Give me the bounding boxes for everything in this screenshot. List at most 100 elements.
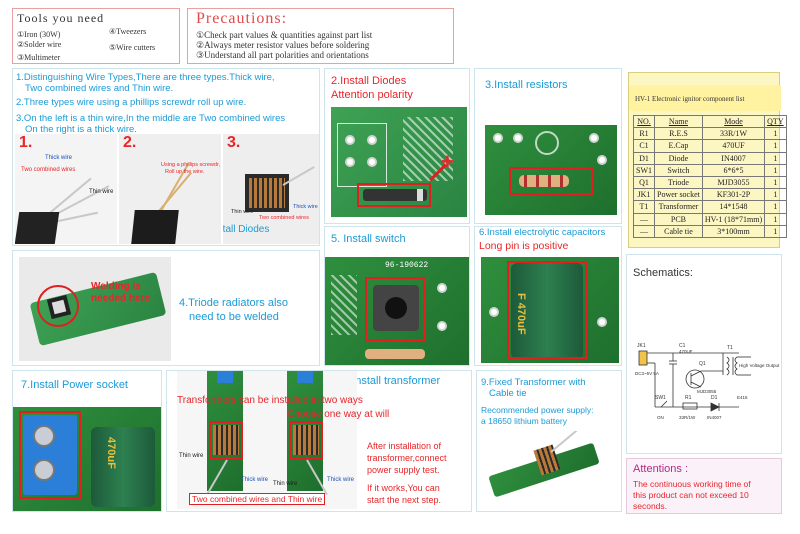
sch-label-q1v: MJD3055 bbox=[697, 389, 717, 394]
parts-header-cell: Name bbox=[654, 114, 703, 129]
parts-cell: 1 bbox=[764, 200, 787, 214]
parts-cell: Diode bbox=[654, 151, 703, 165]
sch-label-dc: DC3~5V 5A bbox=[635, 371, 659, 376]
precaution-1: ①Check part values & quantities against … bbox=[196, 30, 373, 40]
parts-cell: MJD3055 bbox=[701, 175, 766, 190]
parts-cell: 1 bbox=[764, 151, 787, 165]
step2-panel: 2.Install Diodes Attention polarity + bbox=[324, 68, 470, 224]
step1-line3: 2.Three types wire using a phillips scre… bbox=[16, 97, 247, 108]
transformer-photo: Thin wire Thick wire Thin wire Thick wir… bbox=[177, 371, 357, 509]
parts-cell: 1 bbox=[764, 127, 787, 141]
sch-label-q1: Q1 bbox=[699, 361, 706, 367]
parts-list: HV-1 Electronic ignitor component list N… bbox=[628, 72, 787, 248]
switch-photo: 96-190622 bbox=[325, 257, 469, 365]
sch-label-e416: E416 bbox=[737, 395, 748, 400]
sch-label-d1v: IN4007 bbox=[707, 415, 722, 420]
install-ways-line1: Transformers can be installed in two way… bbox=[177, 395, 363, 406]
step1-line1: 1.Distinguishing Wire Types,There are th… bbox=[16, 72, 275, 83]
parts-header-cell: NO. bbox=[633, 114, 655, 129]
tool-item-cutters: ⑤Wire cutters bbox=[109, 43, 156, 52]
parts-cell: 14*1548 bbox=[701, 200, 766, 214]
parts-cell: Triode bbox=[654, 175, 703, 190]
works-2: start the next step. bbox=[367, 495, 442, 505]
two-combined-label: Two combined wires bbox=[21, 167, 76, 173]
precautions-box: Precautions: ①Check part values & quanti… bbox=[187, 8, 454, 64]
parts-cell: R.E.S bbox=[654, 127, 703, 141]
sch-label-on: ON bbox=[657, 415, 664, 420]
parts-cell: 33R/1W bbox=[701, 127, 766, 141]
step-number-3: 3. bbox=[227, 134, 241, 151]
parts-cell: R1 bbox=[633, 127, 655, 141]
p3-thin-label: Thin wire bbox=[231, 209, 254, 215]
step6-panel: 6.Install electrolytic capacitors Long p… bbox=[474, 226, 622, 366]
parts-cell: D1 bbox=[633, 151, 655, 165]
step1-panel: 1.Distinguishing Wire Types,There are th… bbox=[12, 68, 320, 246]
diode-photo: + bbox=[331, 107, 467, 217]
step1-line5: On the right is a thick wire. bbox=[25, 124, 137, 135]
parts-cell: 470UF bbox=[701, 139, 766, 153]
power-socket-photo: 470uF bbox=[13, 407, 161, 511]
welding-note-1: Welding is bbox=[91, 281, 141, 292]
parts-header-cell: Mode bbox=[701, 114, 766, 129]
step1-line4: 3.On the left is a thin wire,In the midd… bbox=[16, 113, 286, 124]
schematic-diagram: JK1 DC3~5V 5A C1 470UF Q1 MJD3055 T1 Hig… bbox=[635, 343, 780, 420]
parts-cell: Power socket bbox=[654, 188, 703, 202]
parts-cell: JK1 bbox=[633, 188, 655, 202]
parts-cell: C1 bbox=[633, 139, 655, 153]
install-ways-line2: Choose one way at will bbox=[287, 409, 390, 420]
thin-wire-2: Thin wire bbox=[273, 481, 298, 487]
step8-title: 8.Install transformer bbox=[343, 375, 441, 387]
p3-thick-label: Thick wire bbox=[293, 204, 318, 210]
parts-cell: T1 bbox=[633, 200, 655, 214]
parts-cell: Cable tie bbox=[654, 224, 703, 238]
parts-cell: 1 bbox=[764, 224, 787, 238]
sch-label-r1: R1 bbox=[685, 395, 692, 401]
parts-cell: — bbox=[633, 212, 655, 226]
step-number-1: 1. bbox=[19, 134, 33, 151]
step-number-2: 2. bbox=[123, 134, 137, 151]
parts-cell: 1 bbox=[764, 212, 787, 226]
parts-cell: 6*6*5 bbox=[701, 163, 766, 177]
install-diodes-caption: 1.Install Diodes bbox=[223, 224, 270, 235]
step5-panel: 5. Install switch 96-190622 bbox=[324, 226, 470, 366]
sch-label-d1: D1 bbox=[711, 395, 718, 401]
parts-cell: 1 bbox=[764, 163, 787, 177]
thin-wire-1: Thin wire bbox=[179, 453, 204, 459]
parts-cell: PCB bbox=[654, 212, 703, 226]
step8-panel: 8.Install transformer Thin wire Thick wi… bbox=[166, 370, 472, 512]
sch-label-c1: C1 bbox=[679, 343, 686, 349]
precaution-3: ③Understand all part polarities and orie… bbox=[196, 50, 369, 60]
parts-cell: KF301-2P bbox=[701, 188, 766, 202]
wire-photo-1: 1. Thick wire Two combined wires Thin wi… bbox=[15, 134, 117, 244]
sch-label-sw1: SW1 bbox=[655, 395, 666, 401]
tools-box: Tools you need ①Iron (30W) ④Tweezers ②So… bbox=[12, 8, 180, 64]
after-install-1: After installation of bbox=[367, 441, 442, 451]
thick-wire-1: Thick wire bbox=[241, 477, 269, 483]
tools-title: Tools you need bbox=[17, 11, 105, 25]
step4-title2: need to be welded bbox=[189, 311, 279, 323]
parts-list-title: HV-1 Electronic ignitor component list bbox=[635, 95, 745, 103]
socket-cap-label: 470uF bbox=[105, 437, 117, 469]
thin-wire-label: Thin wire bbox=[89, 189, 114, 195]
tool-item-multimeter: ③Multimeter bbox=[17, 53, 61, 62]
cable-tie-photo bbox=[481, 431, 619, 509]
step7-panel: 7.Install Power socket 470uF bbox=[12, 370, 162, 512]
sch-label-t1: T1 bbox=[727, 345, 733, 351]
step1-line2: Two combined wires and Thin wire. bbox=[25, 83, 174, 94]
parts-cell: 1 bbox=[764, 188, 787, 202]
schematics-title: Schematics: bbox=[633, 267, 693, 279]
precaution-2: ②Always meter resistor values before sol… bbox=[196, 40, 370, 50]
parts-cell: Transformer bbox=[654, 200, 703, 214]
sch-label-c1v: 470UF bbox=[679, 349, 693, 354]
parts-cell: HV-1 (18*71mm) bbox=[701, 212, 766, 226]
p3-combined-label: Two combined wires bbox=[259, 215, 309, 221]
after-install-3: power supply test. bbox=[367, 465, 440, 475]
step9-rec2: a 18650 lithium battery bbox=[481, 416, 567, 426]
